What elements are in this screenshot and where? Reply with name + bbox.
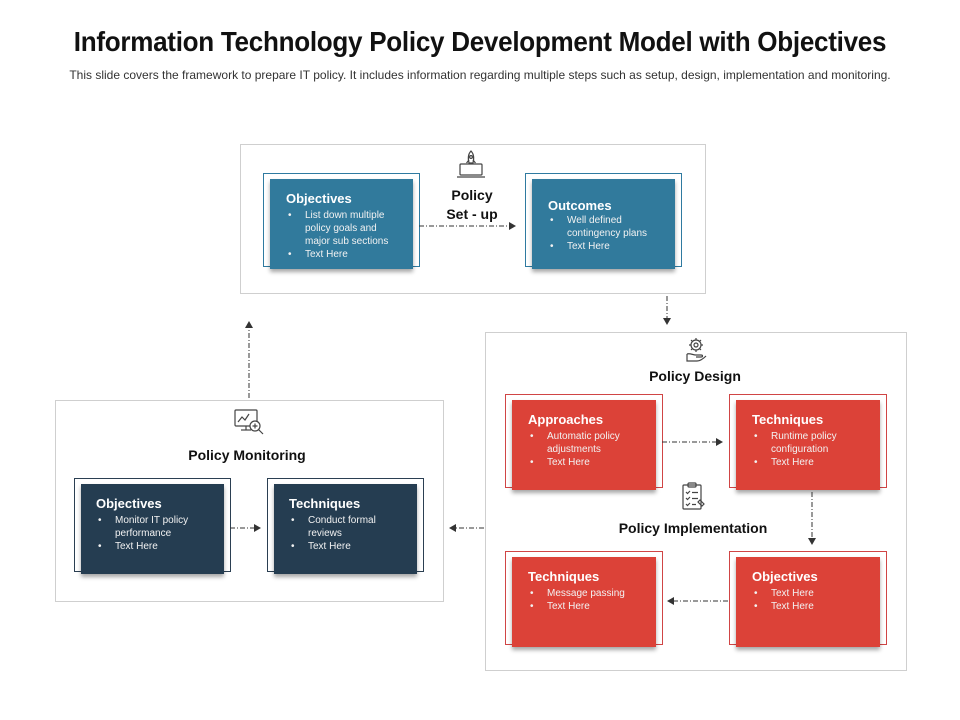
design-approaches-card: Approaches Automatic policy adjustments …	[512, 400, 656, 490]
list-item: Conduct formal reviews	[289, 514, 406, 540]
design-label: Policy Design	[649, 368, 741, 384]
list-item: Text Here	[528, 600, 646, 613]
setup-objectives-card: Objectives List down multiple policy goa…	[270, 179, 413, 269]
card-list: Monitor IT policy performance Text Here	[96, 514, 213, 553]
card-list: List down multiple policy goals and majo…	[286, 209, 403, 261]
card-list: Automatic policy adjustments Text Here	[528, 430, 646, 469]
card-list: Runtime policy configuration Text Here	[752, 430, 870, 469]
monitoring-objectives-card: Objectives Monitor IT policy performance…	[81, 484, 224, 574]
checklist-icon	[680, 482, 706, 517]
card-title: Objectives	[96, 496, 162, 511]
list-item: Automatic policy adjustments	[528, 430, 646, 456]
card-title: Outcomes	[548, 198, 612, 213]
monitoring-label: Policy Monitoring	[188, 447, 306, 463]
page-subtitle: This slide covers the framework to prepa…	[69, 68, 891, 82]
card-title: Objectives	[286, 191, 352, 206]
gear-hand-icon	[683, 336, 709, 369]
rocket-laptop-icon	[456, 148, 486, 185]
card-list: Message passing Text Here	[528, 587, 646, 613]
implementation-techniques-card: Techniques Message passing Text Here	[512, 557, 656, 647]
list-item: Text Here	[289, 540, 406, 553]
list-item: Runtime policy configuration	[752, 430, 870, 456]
list-item: Monitor IT policy performance	[96, 514, 213, 540]
setup-label-line2: Set - up	[446, 206, 498, 222]
design-techniques-card: Techniques Runtime policy configuration …	[736, 400, 880, 490]
setup-label: Policy Set - up	[432, 186, 512, 224]
list-item: Text Here	[548, 240, 665, 253]
card-title: Objectives	[752, 569, 818, 584]
setup-label-line1: Policy	[451, 187, 493, 203]
setup-outcomes-card: Outcomes Well defined contingency plans …	[532, 179, 675, 269]
list-item: List down multiple policy goals and majo…	[286, 209, 403, 248]
list-item: Text Here	[752, 587, 870, 600]
list-item: Text Here	[286, 248, 403, 261]
list-item: Text Here	[96, 540, 213, 553]
monitoring-techniques-card: Techniques Conduct formal reviews Text H…	[274, 484, 417, 574]
card-title: Techniques	[752, 412, 824, 427]
card-list: Well defined contingency plans Text Here	[548, 214, 665, 253]
list-item: Text Here	[752, 600, 870, 613]
list-item: Message passing	[528, 587, 646, 600]
list-item: Text Here	[528, 456, 646, 469]
card-list: Text Here Text Here	[752, 587, 870, 613]
list-item: Text Here	[752, 456, 870, 469]
monitor-magnifier-icon	[233, 406, 265, 443]
card-title: Techniques	[289, 496, 361, 511]
card-title: Approaches	[528, 412, 604, 427]
list-item: Well defined contingency plans	[548, 214, 665, 240]
implementation-label: Policy Implementation	[618, 520, 768, 536]
implementation-objectives-card: Objectives Text Here Text Here	[736, 557, 880, 647]
page-title: Information Technology Policy Developmen…	[73, 26, 887, 57]
card-title: Techniques	[528, 569, 600, 584]
card-list: Conduct formal reviews Text Here	[289, 514, 406, 553]
